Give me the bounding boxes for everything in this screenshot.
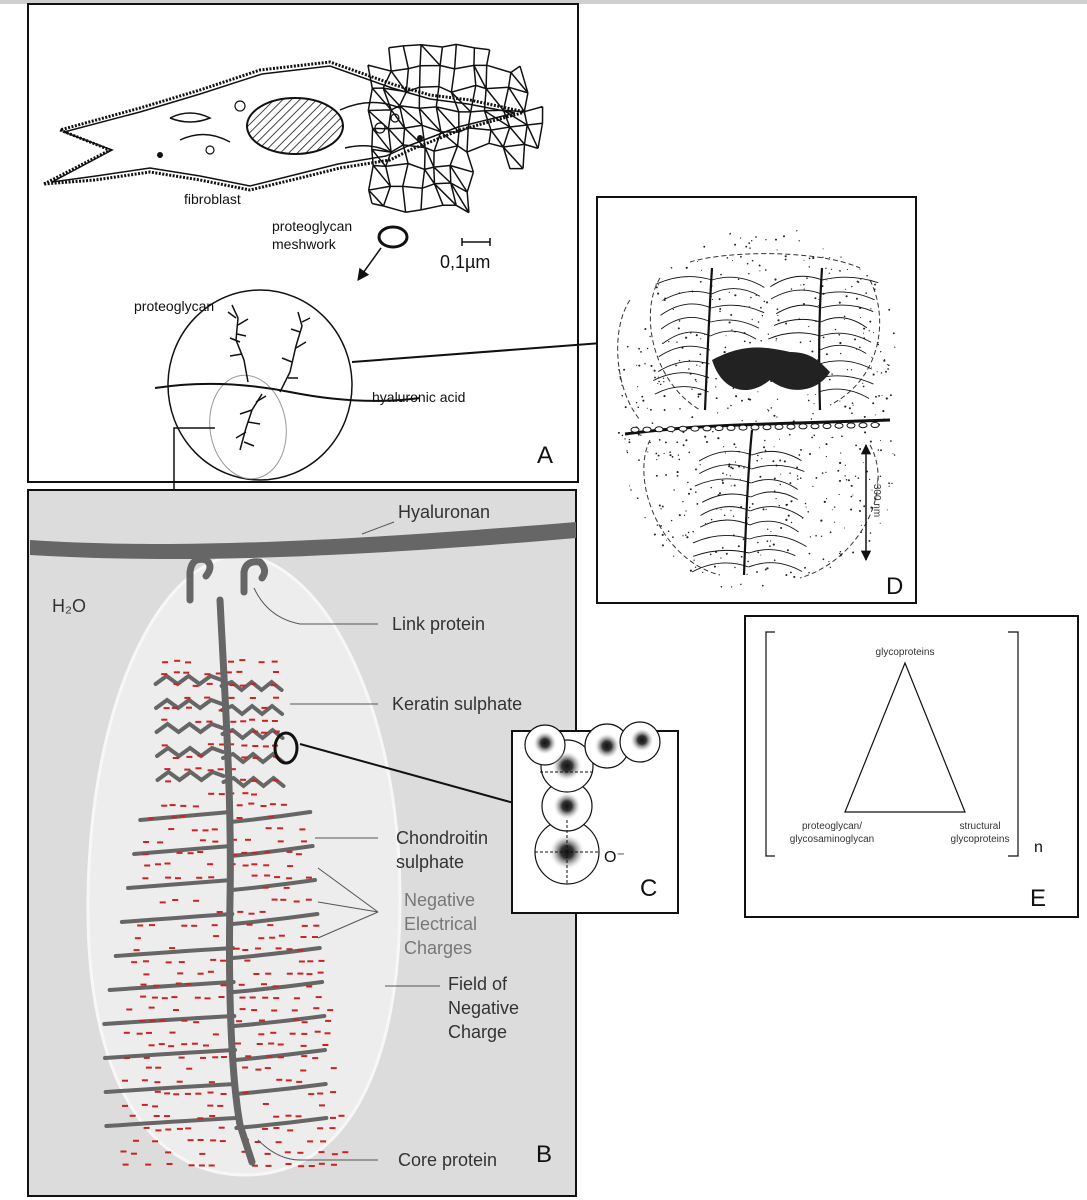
panel-e-letter: E — [1030, 885, 1046, 912]
panel-b-letter: B — [536, 1141, 552, 1168]
core-protein-strand — [216, 596, 256, 1166]
arrow-a-to-d — [351, 335, 617, 363]
label-proteoglycan-line2: glycosaminoglycan — [790, 834, 875, 845]
label-proteoglycan-line1: proteoglycan/ — [802, 821, 862, 832]
panel-e-frame — [744, 615, 1079, 918]
label-scale-d: ~300 nm — [871, 478, 882, 517]
label-negative-line3: Charges — [404, 938, 472, 958]
label-fibroblast: fibroblast — [184, 191, 241, 207]
label-chondroitin-line2: sulphate — [396, 852, 464, 872]
panel-c-letter: C — [640, 875, 657, 902]
label-core-protein: Core protein — [398, 1150, 497, 1170]
label-hyaluronan: Hyaluronan — [398, 502, 490, 522]
arrow-a-to-b — [168, 427, 215, 507]
chondroitin-highlight-circle — [273, 731, 299, 765]
label-field-line2: Negative — [448, 998, 519, 1018]
panel-c: O⁻ C — [511, 721, 679, 914]
panel-d-frame — [596, 196, 917, 604]
panel-a: fibroblast proteoglycan meshwork 0,1µm — [27, 3, 579, 483]
panel-d-link-region — [712, 347, 830, 391]
triangle — [844, 661, 966, 813]
panel-d-core-strands — [703, 267, 824, 576]
bracket-left — [765, 631, 775, 857]
arrow-meshwork-zoom — [357, 247, 382, 281]
label-negative-line1: Negative — [404, 890, 475, 910]
panel-d-scale: ~300 nm — [860, 443, 882, 562]
label-structural-line1: structural — [959, 821, 1000, 832]
meshwork-highlight-circle — [377, 225, 409, 249]
nucleus — [246, 97, 344, 155]
panel-d: ~300 nm D — [596, 196, 917, 604]
proteoglycan-meshwork-net — [367, 43, 544, 214]
label-keratin-sulphate: Keratin sulphate — [392, 694, 522, 714]
top-rule — [0, 0, 1087, 4]
bracket-right — [1008, 631, 1019, 857]
panel-d-beads — [630, 422, 880, 433]
label-scale-a: 0,1µm — [440, 252, 490, 272]
hyaluronan-band — [30, 522, 576, 560]
label-h2o: H₂O — [52, 596, 86, 616]
panel-a-letter: A — [537, 442, 553, 469]
label-n: n — [1034, 839, 1043, 856]
label-ion: O⁻ — [604, 849, 625, 866]
panel-d-letter: D — [886, 573, 903, 600]
scale-bar-a: 0,1µm — [440, 238, 491, 272]
label-negative-line2: Electrical — [404, 914, 477, 934]
panel-b: Hyaluronan H₂O Link protein Keratin sulp… — [27, 489, 577, 1197]
chondroitin-keratin-chains — [102, 673, 329, 1130]
label-chondroitin-line1: Chondroitin — [396, 828, 488, 848]
label-field-line1: Field of — [448, 974, 508, 994]
label-proteoglycan-meshwork-line2: meshwork — [272, 236, 337, 252]
label-field-line3: Charge — [448, 1022, 507, 1042]
label-glycoproteins: glycoproteins — [876, 647, 935, 658]
arrow-b-to-c — [299, 743, 534, 812]
label-link-protein: Link protein — [392, 614, 485, 634]
proteoglycan-zoom-circle: proteoglycan — [134, 289, 421, 481]
label-proteoglycan-meshwork-line1: proteoglycan — [272, 218, 352, 234]
label-structural-line2: glycoproteins — [951, 834, 1010, 845]
hyaluronic-acid-strand — [154, 382, 421, 402]
panel-e: glycoproteins proteoglycan/ glycosaminog… — [744, 615, 1079, 918]
link-protein-left — [186, 555, 214, 604]
link-protein-right — [240, 558, 269, 596]
negative-charge-marks — [120, 659, 349, 1168]
label-hyaluronic-acid: hyaluronic acid — [372, 389, 465, 405]
label-proteoglycan: proteoglycan — [134, 298, 214, 314]
